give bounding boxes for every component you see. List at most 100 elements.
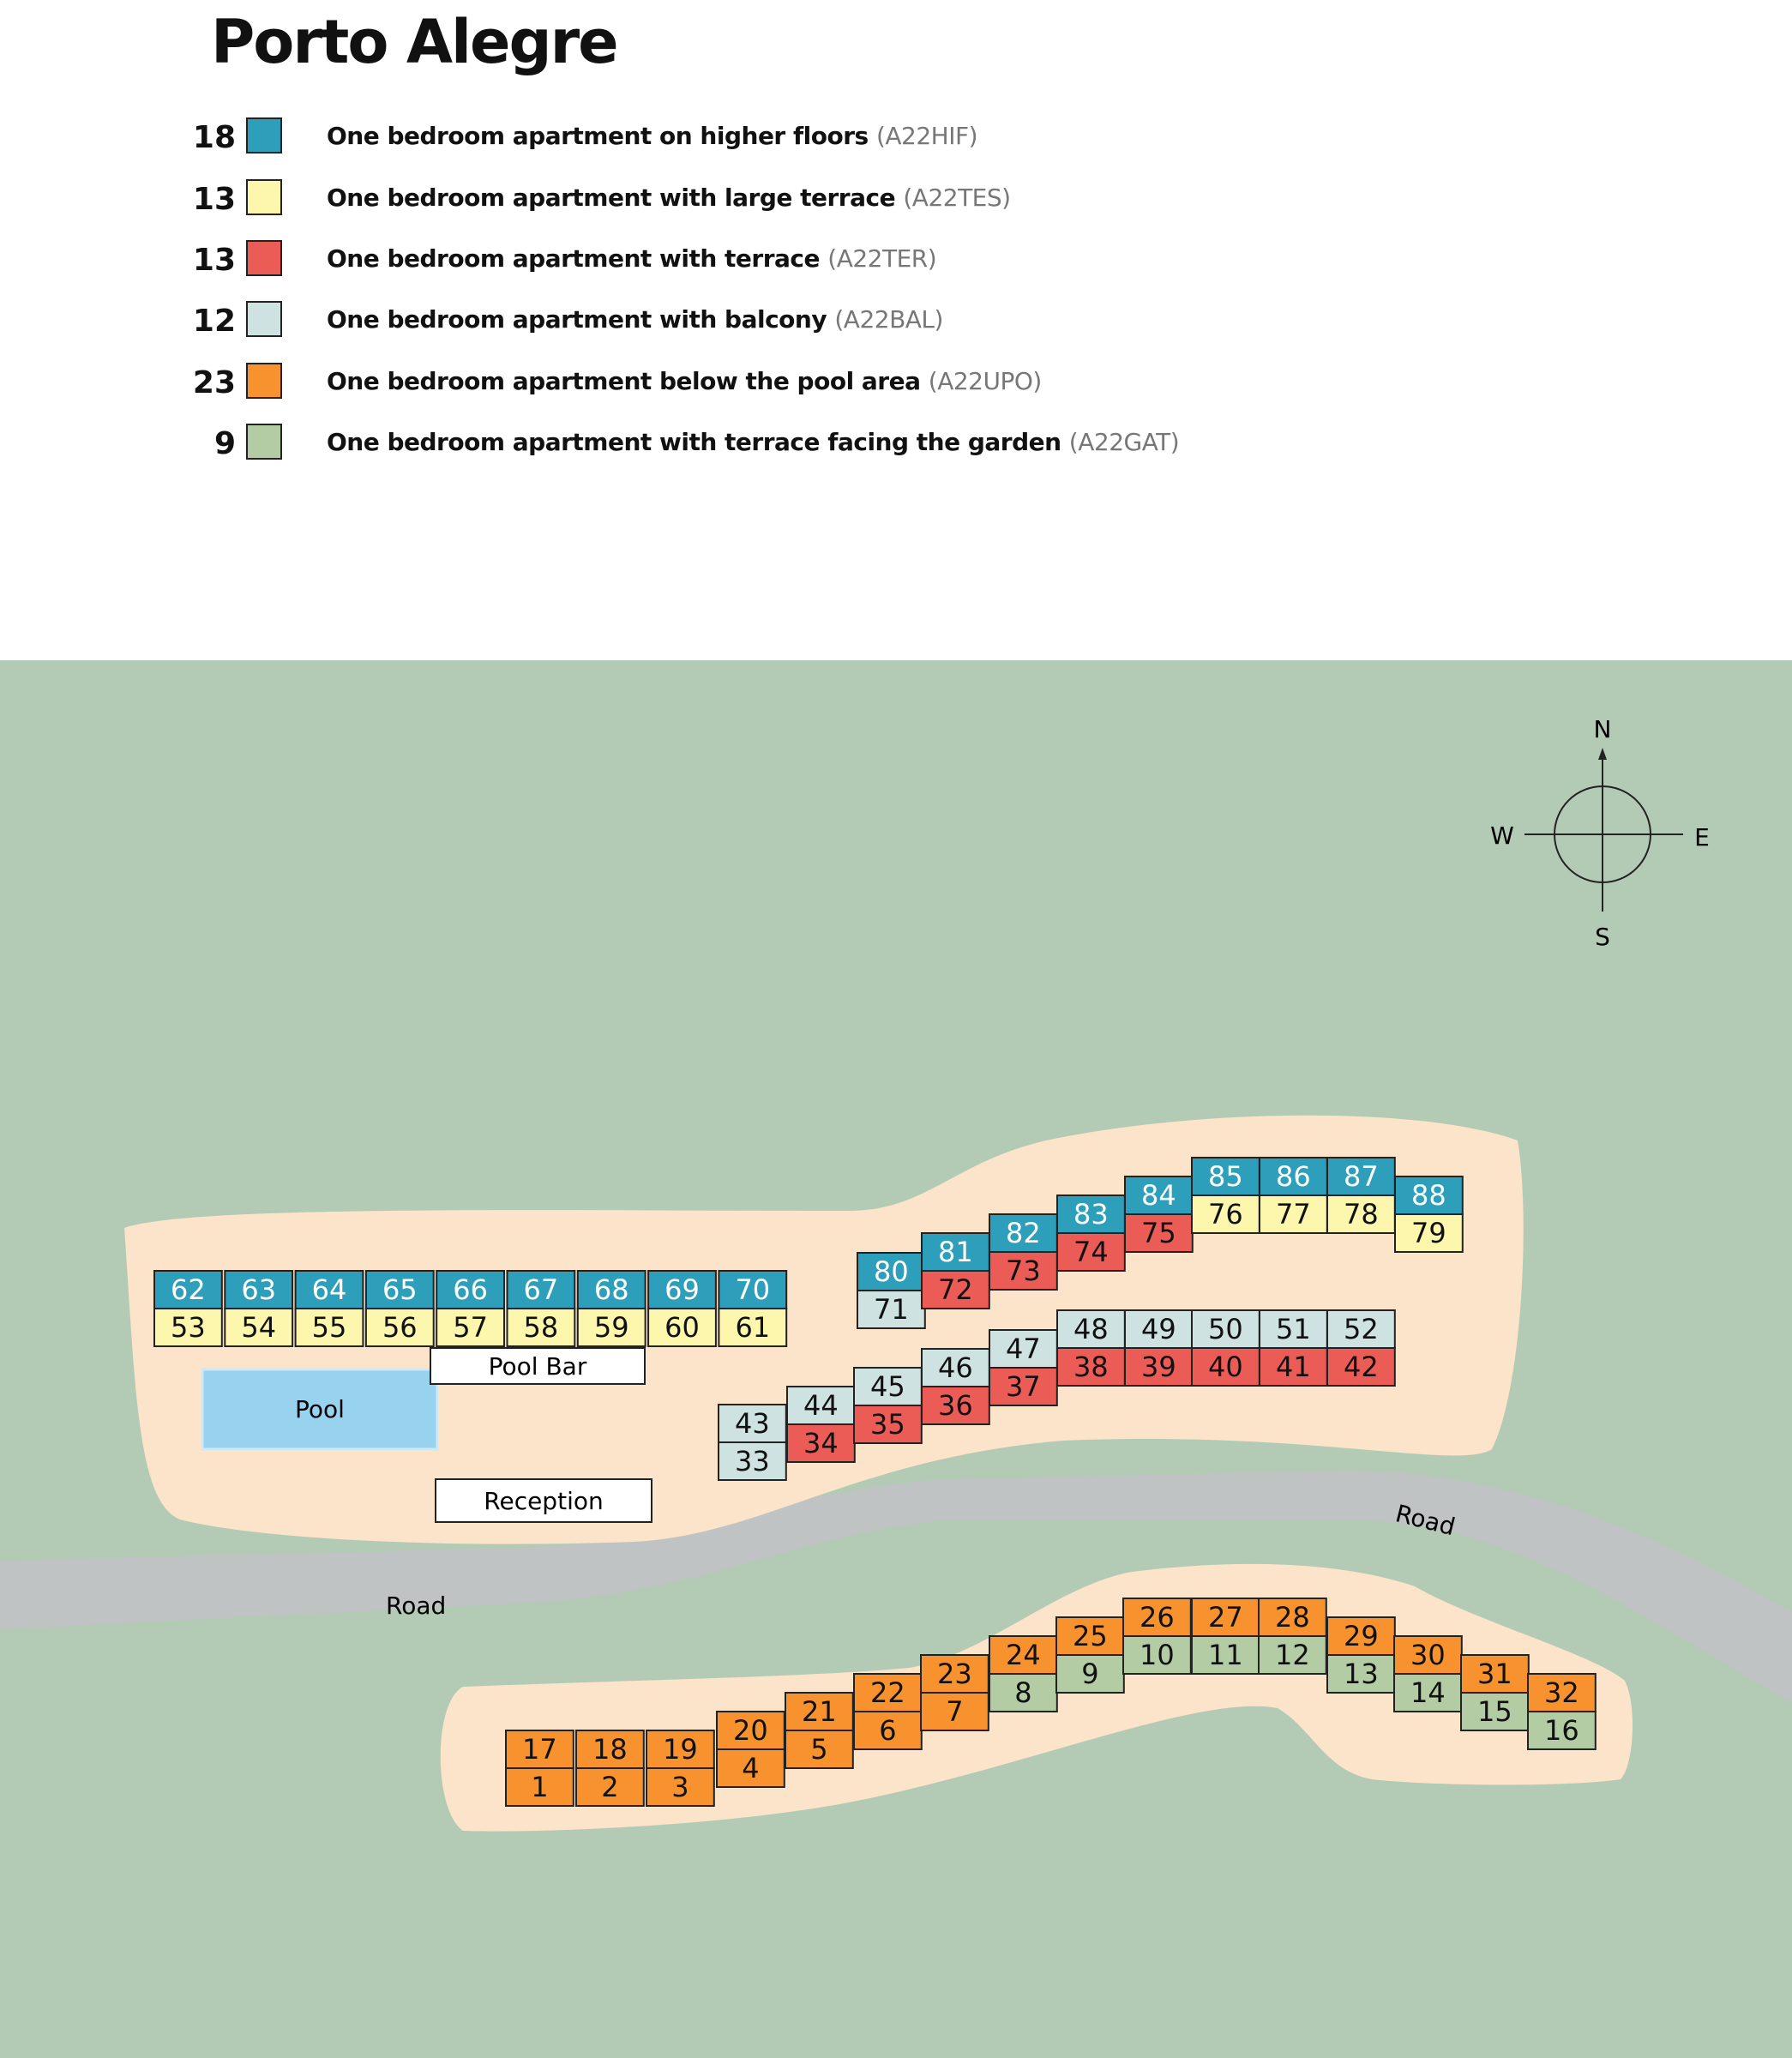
apartment-unit-14[interactable]: 14	[1393, 1673, 1463, 1712]
apartment-unit-27[interactable]: 27	[1191, 1598, 1260, 1637]
apartment-unit-34[interactable]: 34	[786, 1423, 856, 1463]
apartment-unit-64[interactable]: 64	[294, 1270, 364, 1309]
apartment-unit-82[interactable]: 82	[989, 1213, 1058, 1253]
apartment-unit-70[interactable]: 70	[718, 1270, 788, 1309]
apartment-unit-20[interactable]: 20	[716, 1711, 785, 1750]
apartment-unit-16[interactable]: 16	[1527, 1711, 1597, 1750]
apartment-unit-box	[1056, 1347, 1126, 1387]
apartment-unit-3[interactable]: 3	[646, 1767, 715, 1807]
apartment-unit-24[interactable]: 24	[989, 1635, 1058, 1675]
apartment-unit-33[interactable]: 33	[718, 1441, 787, 1481]
apartment-unit-65[interactable]: 65	[364, 1270, 435, 1309]
apartment-unit-11[interactable]: 11	[1191, 1635, 1260, 1675]
apartment-unit-8[interactable]: 8	[989, 1673, 1058, 1712]
legend-count: 13	[192, 182, 236, 217]
apartment-unit-19[interactable]: 19	[646, 1730, 715, 1769]
apartment-unit-75[interactable]: 75	[1124, 1213, 1194, 1253]
apartment-unit-49[interactable]: 49	[1124, 1309, 1194, 1349]
apartment-unit-44[interactable]: 44	[786, 1386, 856, 1425]
apartment-unit-87[interactable]: 87	[1326, 1157, 1396, 1196]
apartment-unit-21[interactable]: 21	[785, 1692, 854, 1731]
apartment-unit-45[interactable]: 45	[853, 1367, 923, 1406]
apartment-unit-28[interactable]: 28	[1258, 1598, 1327, 1637]
apartment-unit-47[interactable]: 47	[989, 1329, 1058, 1369]
apartment-unit-26[interactable]: 26	[1122, 1598, 1192, 1637]
apartment-unit-18[interactable]: 18	[575, 1730, 645, 1769]
apartment-unit-48[interactable]: 48	[1056, 1309, 1126, 1349]
apartment-unit-5[interactable]: 5	[785, 1730, 854, 1769]
apartment-unit-73[interactable]: 73	[989, 1251, 1058, 1291]
apartment-unit-60[interactable]: 60	[647, 1308, 717, 1347]
apartment-unit-72[interactable]: 72	[921, 1270, 990, 1309]
apartment-unit-42[interactable]: 42	[1326, 1347, 1396, 1387]
apartment-unit-15[interactable]: 15	[1460, 1692, 1530, 1731]
legend-swatch	[246, 301, 282, 337]
apartment-unit-39[interactable]: 39	[1124, 1347, 1194, 1387]
apartment-unit-69[interactable]: 69	[647, 1270, 717, 1309]
apartment-unit-59[interactable]: 59	[576, 1308, 646, 1347]
apartment-unit-79[interactable]: 79	[1394, 1213, 1464, 1253]
apartment-unit-88[interactable]: 88	[1394, 1176, 1464, 1215]
apartment-unit-23[interactable]: 23	[920, 1654, 989, 1694]
apartment-unit-number: 35	[870, 1408, 905, 1441]
apartment-unit-41[interactable]: 41	[1259, 1347, 1328, 1387]
apartment-unit-67[interactable]: 67	[506, 1270, 576, 1309]
apartment-unit-76[interactable]: 76	[1191, 1194, 1260, 1234]
apartment-unit-58[interactable]: 58	[506, 1308, 576, 1347]
apartment-unit-7[interactable]: 7	[920, 1692, 989, 1731]
apartment-unit-10[interactable]: 10	[1122, 1635, 1192, 1675]
apartment-unit-84[interactable]: 84	[1124, 1176, 1194, 1215]
apartment-unit-40[interactable]: 40	[1191, 1347, 1260, 1387]
apartment-unit-57[interactable]: 57	[436, 1308, 506, 1347]
apartment-unit-56[interactable]: 56	[364, 1308, 435, 1347]
apartment-unit-50[interactable]: 50	[1191, 1309, 1260, 1349]
apartment-unit-36[interactable]: 36	[921, 1386, 990, 1425]
apartment-unit-86[interactable]: 86	[1259, 1157, 1328, 1196]
apartment-unit-43[interactable]: 43	[718, 1404, 787, 1443]
apartment-unit-6[interactable]: 6	[853, 1711, 923, 1750]
apartment-unit-box	[153, 1308, 223, 1347]
apartment-unit-77[interactable]: 77	[1259, 1194, 1328, 1234]
apartment-unit-12[interactable]: 12	[1258, 1635, 1327, 1675]
compass-w: W	[1490, 821, 1514, 850]
apartment-unit-29[interactable]: 29	[1326, 1616, 1396, 1656]
apartment-unit-51[interactable]: 51	[1259, 1309, 1328, 1349]
apartment-unit-37[interactable]: 37	[989, 1367, 1058, 1406]
apartment-unit-63[interactable]: 63	[224, 1270, 294, 1309]
apartment-unit-22[interactable]: 22	[853, 1673, 923, 1712]
apartment-unit-number: 14	[1410, 1676, 1446, 1709]
apartment-unit-61[interactable]: 61	[718, 1308, 788, 1347]
apartment-unit-4[interactable]: 4	[716, 1748, 785, 1788]
apartment-unit-53[interactable]: 53	[153, 1308, 223, 1347]
apartment-unit-2[interactable]: 2	[575, 1767, 645, 1807]
apartment-unit-32[interactable]: 32	[1527, 1673, 1597, 1712]
apartment-unit-66[interactable]: 66	[436, 1270, 506, 1309]
apartment-unit-9[interactable]: 9	[1055, 1654, 1125, 1694]
apartment-unit-17[interactable]: 17	[505, 1730, 574, 1769]
apartment-unit-71[interactable]: 71	[857, 1290, 926, 1329]
apartment-unit-55[interactable]: 55	[294, 1308, 364, 1347]
apartment-unit-31[interactable]: 31	[1460, 1654, 1530, 1694]
apartment-unit-38[interactable]: 38	[1056, 1347, 1126, 1387]
apartment-unit-78[interactable]: 78	[1326, 1194, 1396, 1234]
apartment-unit-54[interactable]: 54	[224, 1308, 294, 1347]
apartment-unit-number: 79	[1411, 1217, 1446, 1249]
apartment-unit-35[interactable]: 35	[853, 1405, 923, 1444]
apartment-unit-25[interactable]: 25	[1055, 1616, 1125, 1656]
apartment-unit-46[interactable]: 46	[921, 1348, 990, 1387]
apartment-unit-30[interactable]: 30	[1393, 1635, 1463, 1675]
apartment-unit-68[interactable]: 68	[576, 1270, 646, 1309]
apartment-unit-number: 60	[664, 1311, 700, 1344]
apartment-unit-number: 55	[312, 1311, 347, 1344]
apartment-unit-81[interactable]: 81	[921, 1232, 990, 1272]
apartment-unit-74[interactable]: 74	[1056, 1232, 1126, 1272]
apartment-unit-62[interactable]: 62	[153, 1270, 223, 1309]
apartment-unit-85[interactable]: 85	[1191, 1157, 1260, 1196]
apartment-unit-13[interactable]: 13	[1326, 1654, 1396, 1694]
apartment-unit-80[interactable]: 80	[857, 1252, 926, 1291]
apartment-unit-52[interactable]: 52	[1326, 1309, 1396, 1349]
apartment-unit-1[interactable]: 1	[505, 1767, 574, 1807]
apartment-unit-number: 53	[171, 1311, 206, 1344]
apartment-unit-box	[1056, 1194, 1126, 1234]
apartment-unit-83[interactable]: 83	[1056, 1194, 1126, 1234]
